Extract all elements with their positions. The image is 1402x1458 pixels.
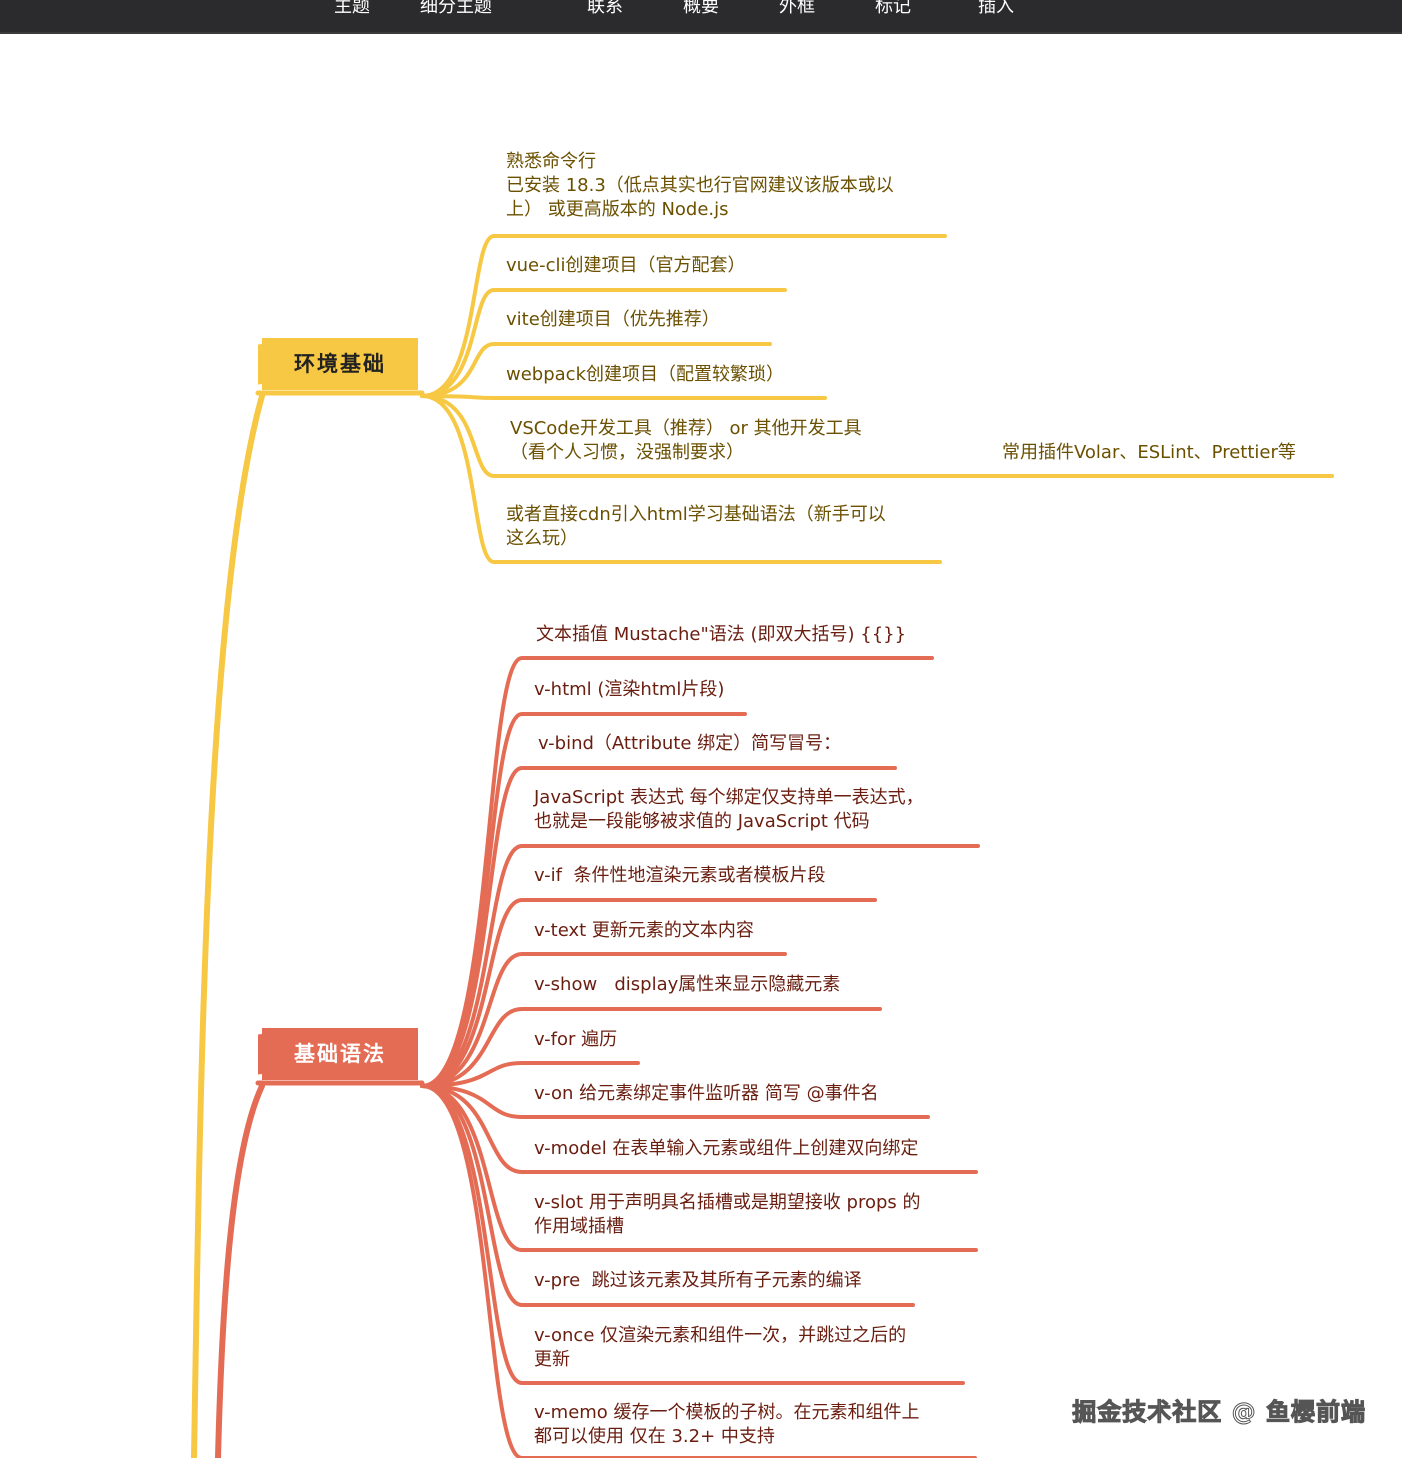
env-node-webpack[interactable]: webpack创建项目（配置较繁琐） bbox=[506, 364, 784, 385]
syntax-branch-4 bbox=[420, 898, 877, 1088]
trunk-line-env bbox=[191, 393, 265, 1458]
env-branch-0 bbox=[420, 234, 947, 398]
syntax-node-v-for[interactable]: v-for 遍历 bbox=[534, 1029, 618, 1050]
env-node-vue-cli[interactable]: vue-cli创建项目（官方配套） bbox=[506, 255, 746, 276]
syntax-node-mustache[interactable]: 文本插值 Mustache"语法 (即双大括号) {{}} bbox=[536, 624, 907, 645]
env-node-prerequisites[interactable]: 熟悉命令行 已安装 18.3（低点其实也行官网建议该版本或以 上） 或更高版本的… bbox=[506, 151, 894, 220]
syntax-branch-2 bbox=[420, 766, 897, 1088]
syntax-branch-7 bbox=[420, 1061, 640, 1088]
topic-basic-syntax[interactable]: 基础语法 bbox=[262, 1028, 418, 1080]
toolbar-tab-marker[interactable]: 标记 bbox=[875, 0, 911, 17]
env-branch-3 bbox=[420, 394, 827, 400]
syntax-node-v-if[interactable]: v-if 条件性地渲染元素或者模板片段 bbox=[534, 865, 826, 886]
syntax-node-v-once[interactable]: v-once 仅渲染元素和组件一次，并跳过之后的 更新 bbox=[534, 1325, 907, 1370]
syntax-branch-5 bbox=[420, 952, 787, 1088]
syntax-branch-13 bbox=[420, 1084, 977, 1458]
syntax-node-v-show[interactable]: v-show display属性来显示隐藏元素 bbox=[534, 974, 841, 995]
syntax-branch-3 bbox=[420, 844, 980, 1088]
syntax-node-v-bind[interactable]: v-bind（Attribute 绑定）简写冒号： bbox=[538, 733, 842, 754]
syntax-node-v-pre[interactable]: v-pre 跳过该元素及其所有子元素的编译 bbox=[534, 1270, 862, 1291]
syntax-branch-8 bbox=[420, 1084, 930, 1119]
topic-env-basics[interactable]: 环境基础 bbox=[262, 338, 418, 390]
env-branch-1 bbox=[420, 288, 787, 398]
toolbar-tab-boundary[interactable]: 外框 bbox=[779, 0, 815, 17]
syntax-node-js-expression[interactable]: JavaScript 表达式 每个绑定仅支持单一表达式， 也就是一段能够被求值的… bbox=[534, 787, 924, 832]
syntax-branch-11 bbox=[420, 1084, 915, 1307]
toolbar-tab-subtopic[interactable]: 细分主题 bbox=[420, 0, 492, 17]
toolbar-tab-insert[interactable]: 插入 bbox=[978, 0, 1014, 17]
env-node-plugins[interactable]: 常用插件Volar、ESLint、Prettier等 bbox=[1002, 442, 1296, 463]
env-node-cdn[interactable]: 或者直接cdn引入html学习基础语法（新手可以 这么玩） bbox=[506, 504, 886, 549]
syntax-branch-6 bbox=[420, 1007, 882, 1088]
syntax-node-v-on[interactable]: v-on 给元素绑定事件监听器 简写 @事件名 bbox=[534, 1083, 879, 1104]
syntax-node-v-text[interactable]: v-text 更新元素的文本内容 bbox=[534, 920, 754, 941]
env-node-vscode[interactable]: VSCode开发工具（推荐） or 其他开发工具 （看个人习惯，没强制要求） bbox=[510, 418, 862, 463]
syntax-branch-12 bbox=[420, 1084, 965, 1385]
env-branch-2 bbox=[420, 342, 772, 398]
syntax-node-v-html[interactable]: v-html (渲染html片段) bbox=[534, 679, 725, 700]
watermark: 掘金技术社区 @ 鱼樱前端 bbox=[1072, 1398, 1366, 1427]
env-node-vite[interactable]: vite创建项目（优先推荐） bbox=[506, 309, 720, 330]
env-branch-4 bbox=[420, 394, 917, 478]
syntax-node-v-model[interactable]: v-model 在表单输入元素或组件上创建双向绑定 bbox=[534, 1138, 919, 1159]
syntax-node-v-slot[interactable]: v-slot 用于声明具名插槽或是期望接收 props 的 作用域插槽 bbox=[534, 1192, 921, 1237]
toolbar-tab-relationship[interactable]: 联系 bbox=[587, 0, 623, 17]
syntax-node-v-memo[interactable]: v-memo 缓存一个模板的子树。在元素和组件上 都可以使用 仅在 3.2+ 中… bbox=[534, 1402, 920, 1447]
env-branch-5 bbox=[420, 394, 942, 564]
toolbar: 主题 细分主题 联系 概要 外框 标记 插入 bbox=[0, 0, 1402, 34]
toolbar-tab-summary[interactable]: 概要 bbox=[683, 0, 719, 17]
trunk-line-syntax bbox=[215, 1083, 265, 1458]
syntax-branch-9 bbox=[420, 1084, 978, 1174]
toolbar-tab-topic[interactable]: 主题 bbox=[334, 0, 370, 17]
